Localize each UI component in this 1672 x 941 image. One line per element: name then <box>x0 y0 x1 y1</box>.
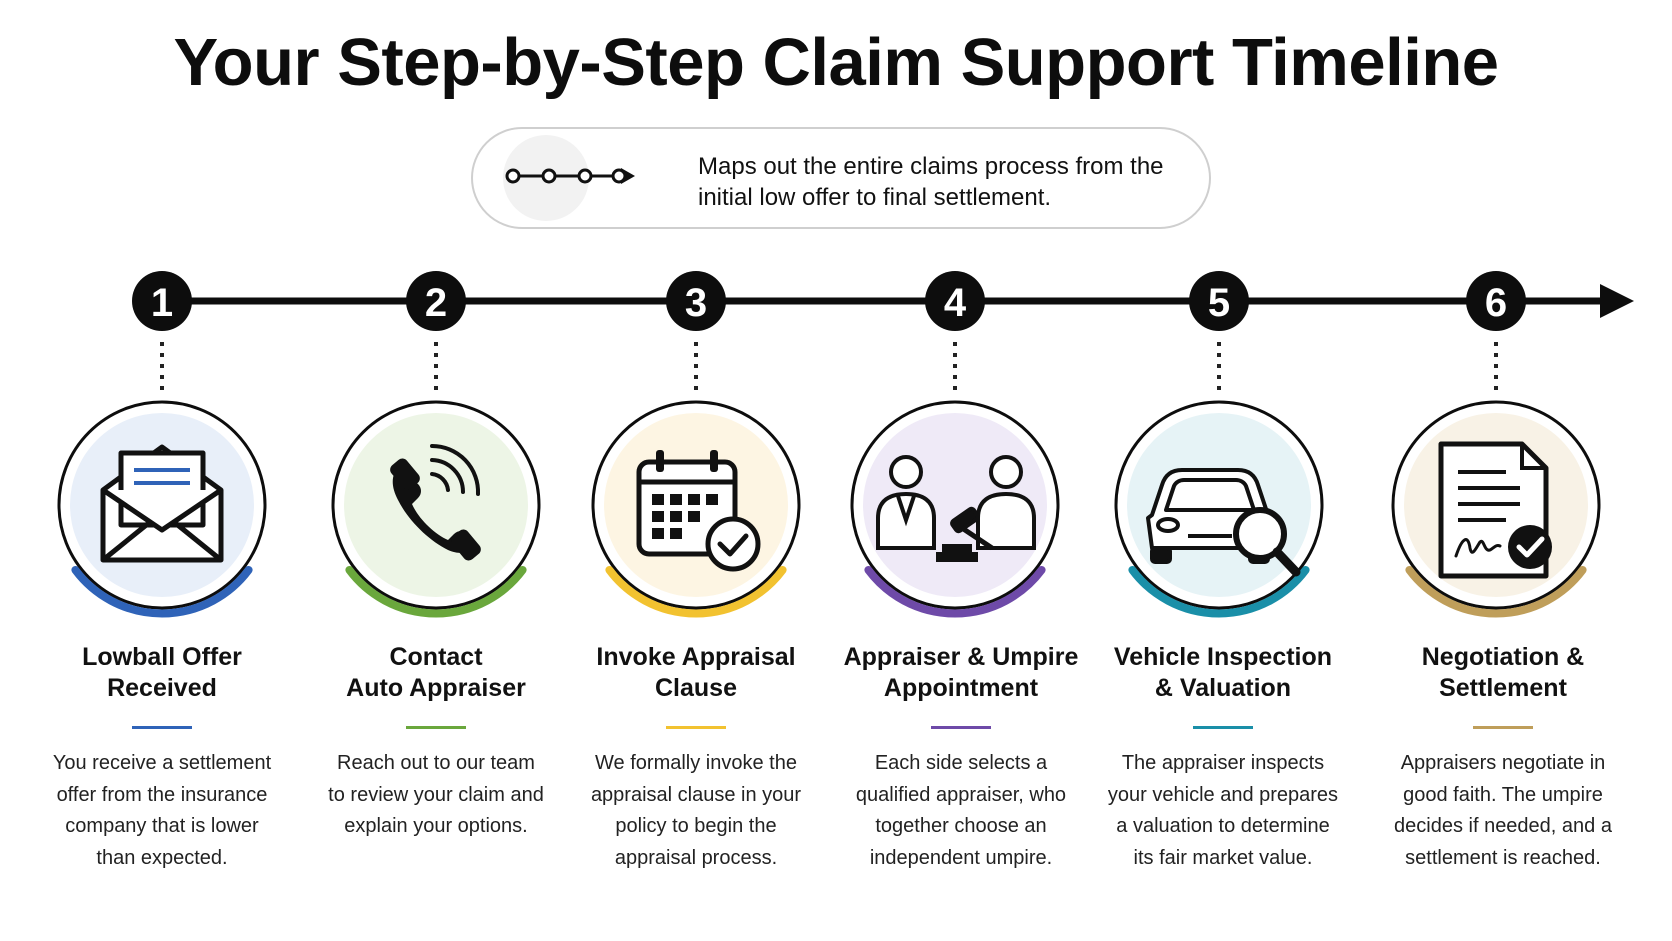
step-2-tint <box>344 413 528 597</box>
step-6-desc-line-4: settlement is reached. <box>1405 846 1601 869</box>
step-4-accent-arc <box>864 566 1046 618</box>
phone-call-icon <box>390 443 481 561</box>
step-6-desc-line-1: Appraisers negotiate in <box>1400 752 1606 774</box>
step-5-graphic: 5 <box>1114 271 1324 618</box>
step-6-desc-line-3: decides if needed, and a <box>1394 815 1612 837</box>
step-3-divider <box>666 726 726 729</box>
step-6-graphic: 6 <box>1391 271 1601 618</box>
step-2-title-line-2: Auto Appraiser <box>346 674 526 702</box>
step-2-graphic: 2 <box>331 271 541 618</box>
subtitle-line-2: initial low offer to final settlement. <box>698 184 1052 211</box>
step-6-title-line-2: Settlement <box>1439 674 1567 702</box>
step-3-title: Invoke Appraisal Clause <box>571 642 821 704</box>
step-3-description: We formally invoke the appraisal clause … <box>571 748 821 874</box>
step-3-desc-line-1: We formally invoke the <box>595 752 797 774</box>
step-1-desc-line-4: than expected. <box>96 846 228 869</box>
people-gavel-icon <box>876 455 1036 562</box>
step-1-desc-line-2: offer from the insurance <box>56 783 268 806</box>
step-5-desc-line-1: The appraiser inspects <box>1121 752 1325 774</box>
calendar-check-icon <box>636 450 761 572</box>
step-5-description: The appraiser inspects your vehicle and … <box>1098 748 1348 874</box>
step-1-description: You receive a settlement offer from the … <box>37 748 287 874</box>
step-3-title-line-2: Clause <box>655 674 737 702</box>
step-4-title: Appraiser & Umpire Appointment <box>836 642 1086 704</box>
step-1-title-line-2: Received <box>107 674 217 702</box>
step-4-number: 4 <box>944 281 967 325</box>
step-2-title: Contact Auto Appraiser <box>311 642 561 704</box>
step-1-marker <box>132 271 192 331</box>
envelope-letter-icon <box>100 444 224 563</box>
step-2-description: Reach out to our team to review your cla… <box>311 748 561 843</box>
step-1-number: 1 <box>151 281 173 325</box>
step-3-title-line-1: Invoke Appraisal <box>596 643 796 671</box>
step-5-title: Vehicle Inspection & Valuation <box>1098 642 1348 704</box>
step-5-marker <box>1189 271 1249 331</box>
step-6-number: 6 <box>1485 281 1507 325</box>
step-5-number: 5 <box>1208 281 1230 325</box>
signed-document-icon <box>1438 441 1552 579</box>
step-1-title-line-1: Lowball Offer <box>82 643 242 671</box>
step-4-marker <box>925 271 985 331</box>
step-2-desc-line-3: explain your options. <box>344 815 528 837</box>
step-4-desc-line-2: qualified appraiser, who <box>855 783 1067 806</box>
subtitle-callout: Maps out the entire claims process from … <box>471 127 1211 229</box>
step-3-desc-line-2: appraisal clause in your <box>590 783 802 806</box>
step-2-desc-line-1: Reach out to our team <box>337 752 535 774</box>
step-3-marker <box>666 271 726 331</box>
step-2-title-line-1: Contact <box>389 643 483 671</box>
step-6-title: Negotiation & Settlement <box>1378 642 1628 704</box>
timeline-arrow-icon <box>505 168 635 184</box>
step-2-number: 2 <box>425 281 447 325</box>
step-1-desc-line-3: company that is lower <box>65 815 259 837</box>
step-6-marker <box>1466 271 1526 331</box>
step-5-desc-line-2: your vehicle and prepares <box>1107 783 1339 806</box>
step-4-title-line-1: Appraiser & Umpire <box>843 643 1079 671</box>
step-3-desc-line-4: appraisal process. <box>614 846 778 869</box>
step-6-divider <box>1473 726 1533 729</box>
step-6-description: Appraisers negotiate in good faith. The … <box>1378 748 1628 874</box>
car-magnifier-icon <box>1146 468 1301 577</box>
step-1-desc-line-1: You receive a settlement <box>52 752 272 774</box>
timeline-arrowhead <box>1600 284 1634 318</box>
step-2-divider <box>406 726 466 729</box>
step-5-desc-line-3: a valuation to determine <box>1116 815 1330 837</box>
step-4-desc-line-3: together choose an <box>875 815 1047 837</box>
subtitle-line-1: Maps out the entire claims process from … <box>698 153 1164 180</box>
step-1-accent-arc <box>71 566 253 618</box>
step-5-accent-arc <box>1128 566 1310 618</box>
step-5-title-line-2: & Valuation <box>1154 674 1292 702</box>
step-3-accent-arc <box>605 566 787 618</box>
step-1-graphic: 1 <box>57 271 267 618</box>
step-4-description: Each side selects a qualified appraiser,… <box>836 748 1086 874</box>
step-1-title: Lowball Offer Received <box>37 642 287 704</box>
step-3-graphic: 3 <box>591 271 801 618</box>
subtitle-text: Maps out the entire claims process from … <box>698 151 1198 213</box>
step-3-desc-line-3: policy to begin the <box>615 815 777 837</box>
step-2-marker <box>406 271 466 331</box>
step-6-title-line-1: Negotiation & <box>1421 643 1585 671</box>
step-4-desc-line-1: Each side selects a <box>874 752 1048 774</box>
step-6-desc-line-2: good faith. The umpire <box>1403 783 1603 806</box>
step-4-title-line-2: Appointment <box>883 674 1039 702</box>
step-1-divider <box>132 726 192 729</box>
step-6-accent-arc <box>1405 566 1587 618</box>
step-5-desc-line-4: its fair market value. <box>1133 846 1313 869</box>
step-2-accent-arc <box>345 566 527 618</box>
step-4-graphic: 4 <box>850 271 1060 618</box>
step-4-desc-line-4: independent umpire. <box>869 846 1053 869</box>
step-2-desc-line-2: to review your claim and <box>328 783 544 806</box>
step-5-title-line-1: Vehicle Inspection <box>1113 643 1333 671</box>
step-4-divider <box>931 726 991 729</box>
step-5-divider <box>1193 726 1253 729</box>
step-3-number: 3 <box>685 281 707 325</box>
page-title: Your Step-by-Step Claim Support Timeline <box>173 25 1499 100</box>
